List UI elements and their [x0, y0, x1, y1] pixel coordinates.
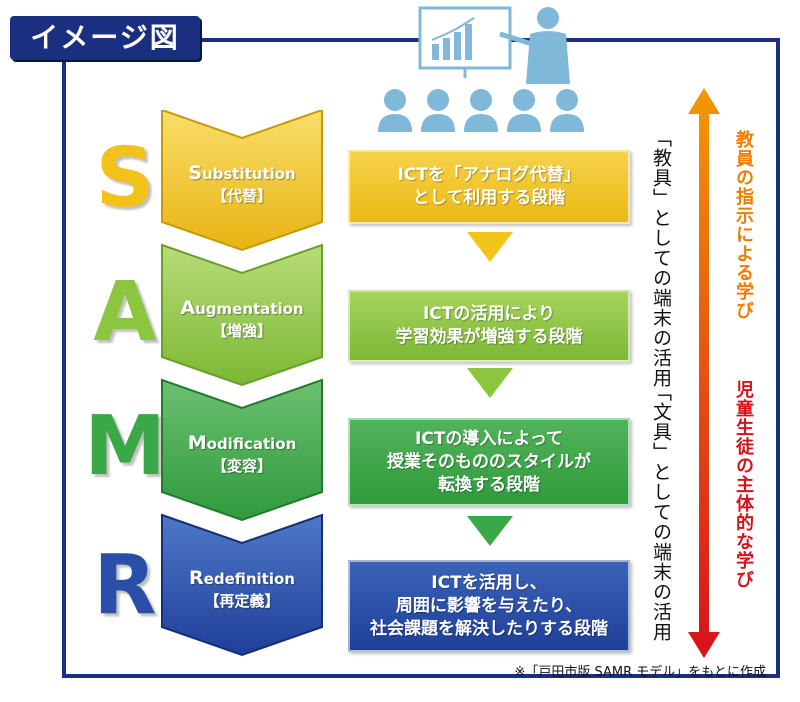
label-substitution: Substitution 【代替】	[162, 162, 322, 207]
letter-r: R	[93, 538, 157, 633]
label-redefinition-jp: 【再定義】	[204, 592, 280, 610]
letter-s: S	[95, 131, 155, 226]
stage-arrows	[467, 232, 513, 546]
label-substitution-initial: S	[188, 162, 202, 184]
desc-redefinition: ICTを活用し、 周囲に影響を与えたり、 社会課題を解決したりする段階	[348, 560, 630, 652]
letter-a: A	[93, 265, 157, 360]
direction-arrow	[688, 88, 720, 658]
label-teacher-led: 教員の指示による学び	[733, 130, 754, 320]
label-modification-rest: odification	[206, 435, 297, 453]
label-augmentation-initial: A	[180, 297, 196, 319]
chevron-augmentation	[161, 243, 323, 387]
chevron-modification	[161, 378, 323, 522]
title-tab: イメージ図	[10, 16, 200, 60]
desc-augmentation: ICTの活用により 学習効果が増強する段階	[348, 290, 630, 362]
down-arrow-icon	[467, 368, 513, 398]
label-modification-jp: 【変容】	[211, 457, 272, 475]
classroom-illustration	[378, 6, 584, 132]
page-title: イメージ図	[30, 21, 180, 54]
label-student-led: 児童生徒の主体的な学び	[733, 380, 754, 589]
letter-m: M	[84, 399, 166, 494]
down-arrow-icon	[467, 232, 513, 262]
footnote: ※「戸田市版 SAMR モデル」をもとに作成	[514, 665, 766, 680]
label-redefinition-rest: edefinition	[203, 570, 295, 588]
double-arrow-icon	[688, 88, 720, 658]
down-arrow-icon	[467, 516, 513, 546]
label-redefinition: Redefinition 【再定義】	[162, 567, 322, 612]
label-augmentation-jp: 【増強】	[211, 322, 272, 340]
chevron-substitution	[161, 110, 323, 252]
desc-substitution: ICTを「アナログ代替」 として利用する段階	[348, 150, 630, 224]
label-redefinition-initial: R	[189, 567, 204, 589]
label-substitution-jp: 【代替】	[211, 187, 272, 205]
audience-icon	[378, 89, 584, 132]
label-augmentation-rest: ugmentation	[195, 300, 304, 318]
label-modification-initial: M	[187, 432, 207, 454]
label-augmentation: Augmentation 【増強】	[162, 297, 322, 342]
samr-chevrons	[161, 110, 323, 657]
label-substitution-rest: ubstitution	[201, 165, 296, 183]
teacher-icon	[499, 7, 570, 84]
label-bungu: 「文具」としての端末の活用	[650, 382, 672, 642]
chevron-redefinition	[161, 513, 323, 657]
label-kyogu: 「教具」としての端末の活用	[650, 128, 672, 388]
label-modification: Modification 【変容】	[162, 432, 322, 477]
desc-modification: ICTの導入によって 授業そのもののスタイルが 転換する段階	[348, 418, 630, 506]
